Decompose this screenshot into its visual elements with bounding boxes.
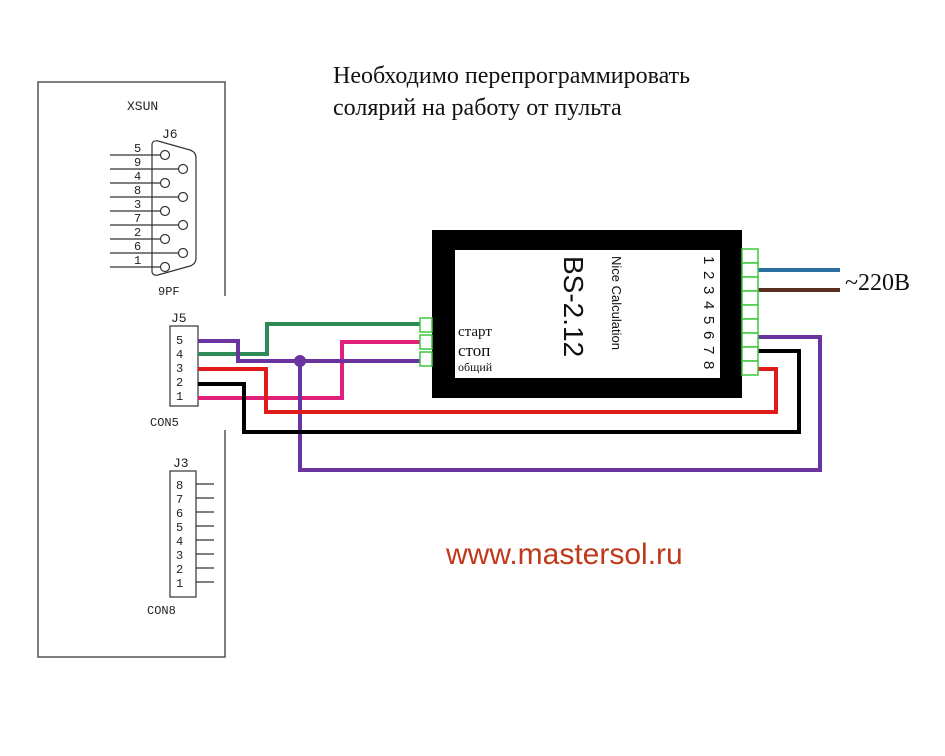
module-pin-number: 7: [700, 346, 717, 354]
heading-line-2: солярий на работу от пульта: [333, 95, 622, 121]
website-url[interactable]: www.mastersol.ru: [446, 538, 683, 571]
j6-pins: [110, 149, 189, 273]
module-pin-number: 3: [700, 286, 717, 294]
j6-pin-label: 7: [134, 212, 141, 226]
wire-purple-common: [198, 339, 420, 363]
bs-module: старт стоп общий BS-2.12 Nice Calculatio…: [419, 230, 759, 398]
j5-pin-label: 4: [176, 348, 183, 362]
j6-pin-label: 5: [134, 142, 141, 156]
j6-pin-label: 2: [134, 226, 141, 240]
j6-label: J6: [162, 127, 178, 142]
j6-pin-label: 1: [134, 254, 141, 268]
input-label-stop: стоп: [458, 341, 490, 360]
j6-pin-label: 8: [134, 184, 141, 198]
module-pin-number: 5: [700, 316, 717, 324]
j5-connector: J5 5 4 3 2 1 CON5: [150, 311, 199, 430]
j6-pin-label: 4: [134, 170, 141, 184]
j5-pin-label: 1: [176, 390, 183, 404]
j3-label: J3: [173, 456, 189, 471]
heading-line-1: Необходимо перепрограммировать: [333, 63, 691, 89]
j6-type: 9PF: [158, 285, 180, 299]
module-input-terminals: [419, 317, 433, 367]
board-name: XSUN: [127, 99, 158, 114]
j3-pin-label: 3: [176, 549, 183, 563]
module-pin-number: 6: [700, 331, 717, 339]
module-face: [455, 250, 720, 378]
module-pin-number: 1: [700, 256, 717, 264]
j3-connector: J3 8 7 6 5 4 3 2 1 CON8: [147, 456, 214, 618]
wire-magenta: [198, 340, 420, 400]
j5-pin-label: 3: [176, 362, 183, 376]
wire-red: [198, 367, 778, 414]
j3-pin-label: 1: [176, 577, 183, 591]
module-pin-numbers: 1 2 3 4 5 6 7 8: [700, 256, 717, 369]
module-brand: Nice Calculation: [609, 256, 624, 350]
j3-sublabel: CON8: [147, 604, 176, 618]
wire-green: [198, 322, 420, 356]
j3-pin-label: 8: [176, 479, 183, 493]
input-label-common: общий: [458, 360, 493, 374]
j5-pin-label: 2: [176, 376, 183, 390]
wire-junction: [294, 355, 306, 367]
wires: [198, 268, 840, 472]
module-model: BS-2.12: [558, 256, 589, 357]
j6-pin-labels: 5 9 4 8 3 7 2 6 1: [134, 142, 141, 268]
module-pin-number: 2: [700, 271, 717, 279]
power-label: ~220В: [845, 270, 910, 296]
j5-body: [169, 325, 199, 407]
j3-body: [169, 470, 197, 598]
module-output-terminals: [741, 248, 759, 376]
j6-pin-label: 6: [134, 240, 141, 254]
wire-black: [198, 349, 801, 434]
j6-connector: J6 9PF 5 9 4 8 3 7 2 6 1: [110, 127, 197, 299]
j6-pin-label: 9: [134, 156, 141, 170]
diagram-heading: Необходимо перепрограммировать солярий н…: [333, 60, 893, 124]
j5-pin-label: 5: [176, 334, 183, 348]
module-pin-number: 8: [700, 361, 717, 369]
j3-pin-label: 4: [176, 535, 183, 549]
j5-sublabel: CON5: [150, 416, 179, 430]
j3-pin-label: 7: [176, 493, 183, 507]
j6-shell: [151, 140, 197, 276]
j6-pin-label: 3: [134, 198, 141, 212]
input-label-start: старт: [458, 324, 492, 340]
j3-pin-label: 2: [176, 563, 183, 577]
module-pin-number: 4: [700, 301, 717, 309]
j3-pin-label: 5: [176, 521, 183, 535]
j5-label: J5: [171, 311, 187, 326]
board-outline: [37, 81, 226, 658]
j3-pin-label: 6: [176, 507, 183, 521]
